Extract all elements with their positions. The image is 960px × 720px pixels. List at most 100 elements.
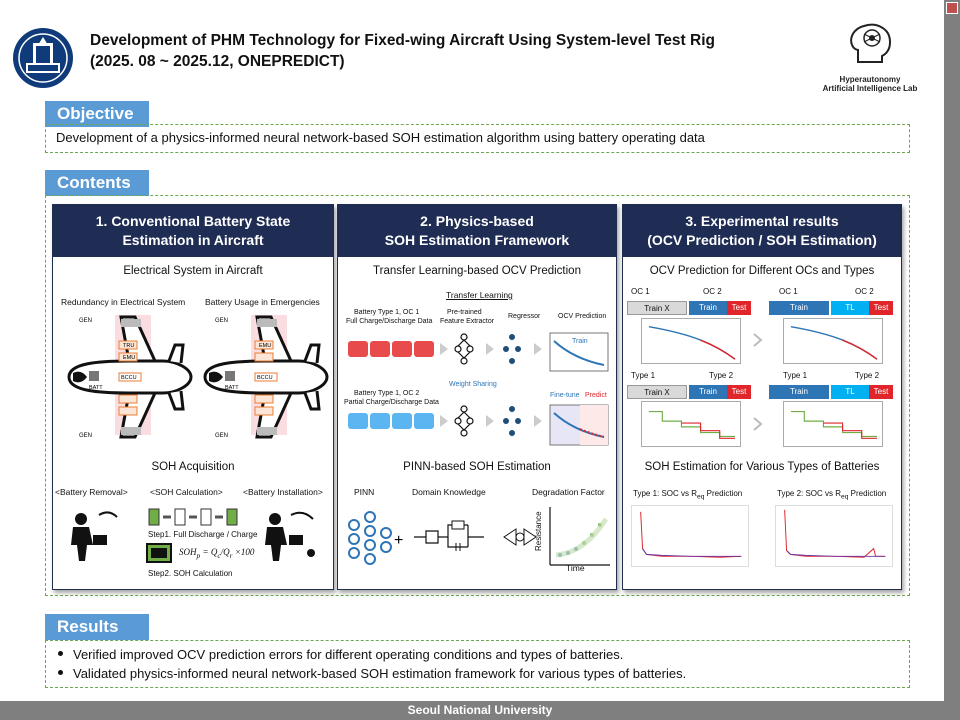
soh2-text: Type 2: SOC vs R [777,489,842,498]
objective-tab: Objective [45,101,149,127]
result-item-1: Verified improved OCV prediction errors … [58,647,623,662]
soh-plot-2 [775,505,893,567]
bt2-line2: Partial Charge/Discharge Data [344,399,439,406]
transfer-label: Transfer Learning [446,290,513,300]
panel1-title-1: 1. Conventional Battery State [95,213,291,229]
results-box [45,640,910,688]
panel3-sub1: OCV Prediction for Different OCs and Typ… [649,265,875,277]
oc1-label-a: OC 1 [631,287,650,296]
step-calculation: <SOH Calculation> [150,487,223,497]
panel2-sub2: PINN-based SOH Estimation [403,461,551,473]
test-box-a: Test [727,301,751,315]
panel1-sub2: SOH Acquisition [151,461,235,473]
corner-marker [946,2,958,14]
panel1-sub1: Electrical System in Aircraft [123,265,263,277]
train-box-b: Train [769,301,829,315]
aircraft-diagram-right: GEN GEN EMU BCCU BATT [203,315,329,439]
degradation-label: Degradation Factor [532,487,605,497]
panel3-title-1: 3. Experimental results [685,213,839,229]
soh1-text: Type 1: SOC vs R [633,489,698,498]
right-sidebar [944,0,960,720]
pinn-label: PINN [354,487,375,497]
result-text-1: Verified improved OCV prediction errors … [73,647,624,662]
battery-cycle-icon [148,508,238,526]
result-item-2: Validated physics-informed neural networ… [58,666,686,681]
test-box-d: Test [869,385,893,399]
weight-sharing-label: Weight Sharing [449,381,497,388]
worker-install-icon [265,511,315,561]
time-label: Time [566,563,585,573]
gen-label-top-r: GEN [215,318,228,324]
oc2-label-b: OC 2 [855,287,874,296]
train-x-box-c: Train X [627,385,687,399]
panel-results: 3. Experimental results (OCV Prediction /… [622,204,902,590]
tl-box-d: TL [831,385,869,399]
emu-label: EMU [123,355,135,361]
brain-robot-icon [850,23,892,63]
emu-label-r: EMU [259,343,271,349]
gen-label-top: GEN [79,318,92,324]
regressor-label: Regressor [508,313,541,320]
ocv-plot-3 [641,401,741,447]
pretrained-line2: Feature Extractor [440,318,495,325]
arrow-icon-a [753,333,763,347]
panel2-title-2: SOH Estimation Framework [384,232,570,248]
bccu-label-r: BCCU [257,375,273,381]
step-removal: <Battery Removal> [55,487,128,497]
left-caption: Redundancy in Electrical System [61,297,186,307]
aircraft-diagram-left: GEN GEN TRU EMU BCCU BATT [67,315,193,439]
predict-label: Predict [585,392,607,399]
type1-label-b: Type 1 [783,371,808,380]
gen-label-bottom-r: GEN [215,433,228,439]
snu-logo [13,28,73,88]
bt2-line1: Battery Type 1, OC 2 [354,390,420,397]
results-tab: Results [45,614,149,640]
oc1-label-b: OC 1 [779,287,798,296]
panel3-header: 3. Experimental results (OCV Prediction /… [623,205,901,257]
step2-label: Step2. SOH Calculation [148,569,233,578]
ocv-plot-2 [783,318,883,364]
train-x-box-a: Train X [627,301,687,315]
oc2-label-a: OC 2 [703,287,722,296]
soh1-end: Prediction [704,489,743,498]
step-installation: <Battery Installation> [243,487,323,497]
transfer-row-2 [348,404,609,446]
batt-label-r: BATT [225,385,239,391]
arrow-icon-b [753,417,763,431]
bt1-line2: Full Charge/Discharge Data [346,318,433,325]
result-text-2: Validated physics-informed neural networ… [73,666,687,681]
transfer-row-1: Train [348,332,609,372]
contents-tab: Contents [45,170,149,196]
plus-sign: + [394,532,403,549]
soh-type1-title: Type 1: SOC vs Req Prediction [633,489,742,501]
train-box-c: Train [689,385,727,399]
ocv-plot-4 [783,401,883,447]
panel3-title-2: (OCV Prediction / SOH Estimation) [647,232,877,248]
soh-plot-1 [631,505,749,567]
pretrained-line1: Pre-trained [447,309,482,316]
domain-label: Domain Knowledge [412,487,486,497]
tru-label: TRU [123,343,134,349]
right-caption: Battery Usage in Emergencies [205,297,320,307]
lab-name-line-1: Hyperautonomy [839,75,901,84]
objective-box [45,124,910,153]
panel1-title-2: Estimation in Aircraft [122,232,264,248]
pinn-diagram: + [348,507,610,566]
worker-removal-icon [71,511,118,561]
soh2-sub: eq [841,493,849,501]
lab-name-line-2: Artificial Intelligence Lab [822,84,918,93]
bullet-icon [58,651,63,657]
battery-soh-icon [146,543,172,563]
train-tag: Train [572,338,588,345]
type1-label-a: Type 1 [631,371,656,380]
tl-box-b: TL [831,301,869,315]
soh-formula: SOHp = Qc/Qr ×100 [179,547,255,560]
bt1-line1: Battery Type 1, OC 1 [354,309,420,316]
batt-label: BATT [89,385,103,391]
title-line-1: Development of PHM Technology for Fixed-… [90,32,715,49]
footer: Seoul National University [0,701,960,720]
